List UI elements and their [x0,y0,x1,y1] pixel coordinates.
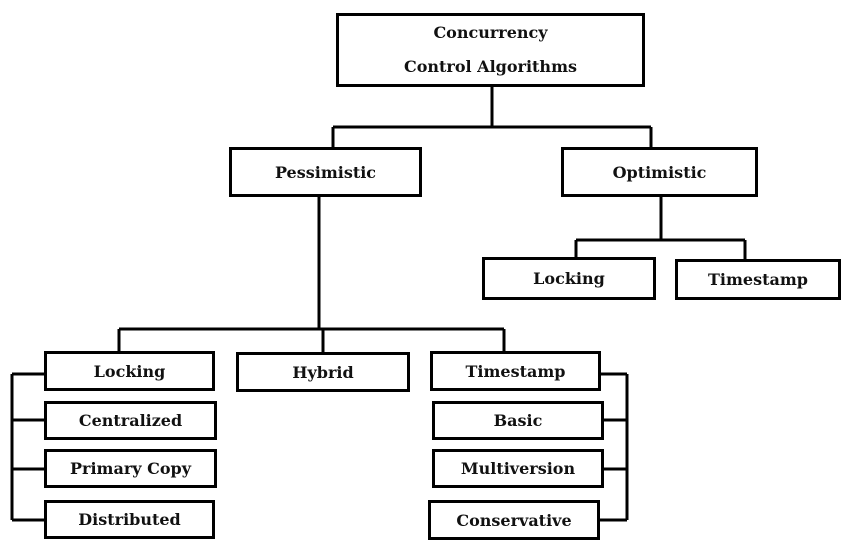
optimistic-timestamp-label: Timestamp [708,270,808,289]
pessimistic-timestamp-label: Timestamp [465,361,566,381]
optimistic-locking-label: Locking [533,269,605,288]
multiversion-node: Multiversion [432,449,604,488]
pessimistic-timestamp-node: Timestamp [430,351,601,391]
distributed-label: Distributed [78,510,181,529]
root-line-2: Control Algorithms [404,57,577,76]
optimistic-label: Optimistic [612,162,707,182]
centralized-node: Centralized [44,401,217,440]
multiversion-label: Multiversion [460,459,576,478]
pessimistic-label: Pessimistic [274,162,377,182]
pessimistic-node: Pessimistic [229,147,422,197]
optimistic-timestamp-node: Timestamp [675,259,841,300]
centralized-label: Centralized [78,411,183,430]
hybrid-label: Hybrid [292,362,354,382]
root-line-1: Concurrency [433,23,548,42]
primary-copy-node: Primary Copy [44,449,217,488]
basic-label: Basic [493,411,543,430]
optimistic-node: Optimistic [561,147,758,197]
pessimistic-locking-node: Locking [44,351,215,391]
conservative-node: Conservative [428,500,600,540]
distributed-node: Distributed [44,500,215,539]
optimistic-locking-node: Locking [482,257,656,300]
root-node: Concurrency Control Algorithms [336,13,645,87]
basic-node: Basic [432,401,604,440]
conservative-label: Conservative [456,510,572,530]
pessimistic-locking-label: Locking [93,361,166,381]
primary-copy-label: Primary Copy [69,459,192,478]
hybrid-node: Hybrid [236,352,410,392]
